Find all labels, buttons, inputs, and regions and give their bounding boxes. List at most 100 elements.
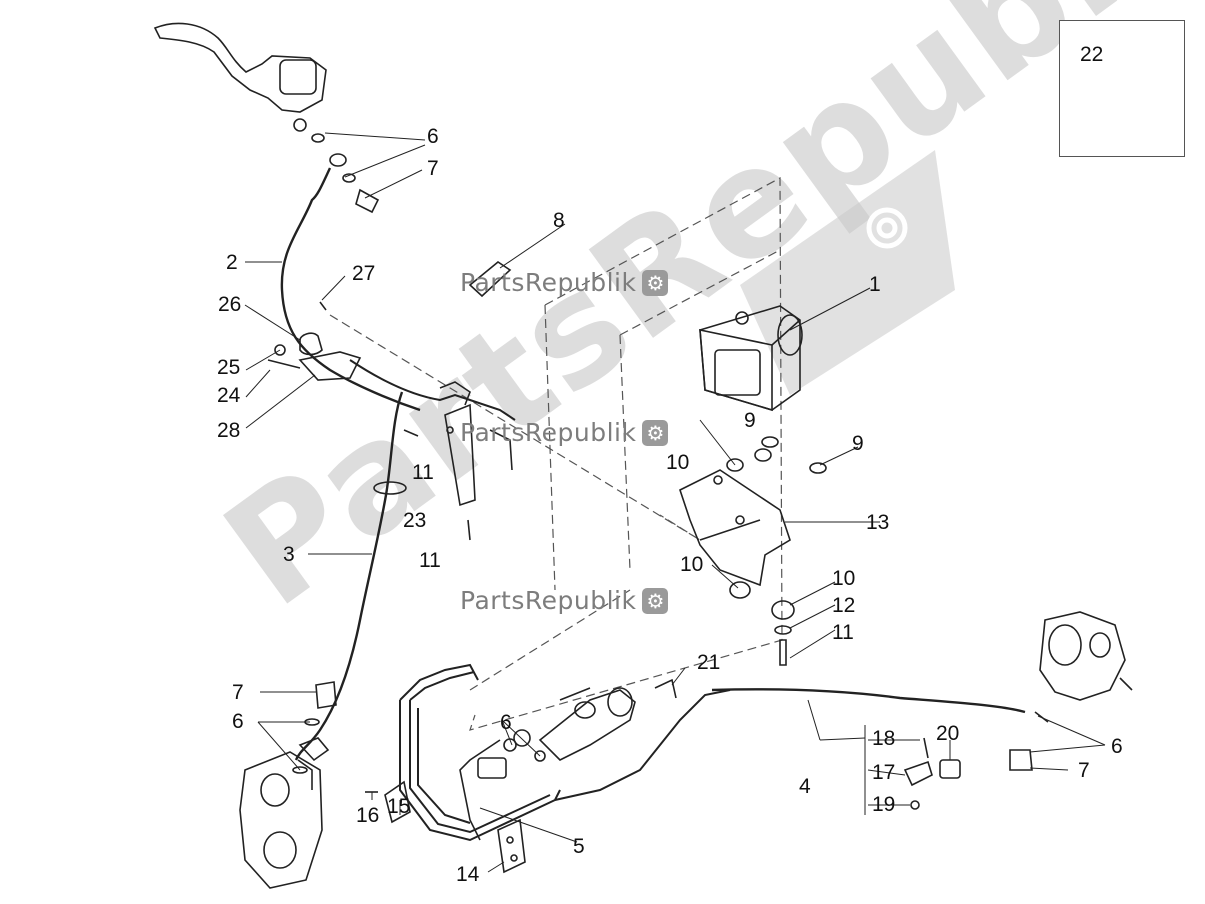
watermark-text: PartsRepublik <box>460 418 637 447</box>
banjo-bolt <box>293 118 307 132</box>
callout-15[interactable]: 15 <box>387 795 411 818</box>
watermark-flag-logo <box>740 150 955 395</box>
washer <box>342 173 356 183</box>
callout-9-b[interactable]: 9 <box>852 432 864 455</box>
callout-23[interactable]: 23 <box>403 509 427 532</box>
components <box>153 22 1162 889</box>
abs-mounting-bracket <box>679 469 791 587</box>
assembly-guide-lines <box>329 176 783 731</box>
callout-22[interactable]: 22 <box>1080 43 1104 66</box>
rear-brake-caliper <box>1039 611 1133 701</box>
watermark-text: PartsRepublik <box>460 586 637 615</box>
callout-11-c[interactable]: 11 <box>832 621 854 644</box>
brake-hose-front-lower <box>294 391 404 761</box>
rubber-grommet <box>761 436 779 448</box>
callout-4[interactable]: 4 <box>799 775 811 798</box>
clip-15 <box>384 780 411 824</box>
rubber-mount-10 <box>771 600 795 620</box>
gear-icon: ⚙ <box>642 419 669 446</box>
screw-18 <box>923 737 929 759</box>
brake-pipes <box>349 359 516 421</box>
callout-19[interactable]: 19 <box>872 793 896 816</box>
banjo-bolt <box>355 188 380 214</box>
brake-pipe-5 <box>399 663 561 842</box>
watermark-text: PartsRepublik <box>460 268 637 297</box>
screw-11 <box>403 429 419 437</box>
callout-7-left[interactable]: 7 <box>232 681 244 704</box>
callout-3[interactable]: 3 <box>283 543 295 566</box>
clip-17 <box>903 760 933 787</box>
callout-28[interactable]: 28 <box>217 419 241 442</box>
callout-2[interactable]: 2 <box>226 251 238 274</box>
callout-25[interactable]: 25 <box>217 356 241 379</box>
callout-18[interactable]: 18 <box>872 727 896 750</box>
callout-13[interactable]: 13 <box>866 511 890 534</box>
front-brake-caliper <box>239 751 323 889</box>
union-21 <box>654 678 677 699</box>
callout-7-top[interactable]: 7 <box>427 157 439 180</box>
rubber-grommet <box>726 458 744 472</box>
o-ring-26 <box>299 332 323 356</box>
spacer-20 <box>939 759 961 779</box>
brake-pipe-5b <box>409 671 551 834</box>
pipe-fitting <box>439 381 471 406</box>
callout-1[interactable]: 1 <box>869 273 881 296</box>
callout-11-a[interactable]: 11 <box>412 461 434 484</box>
fluid-reservoir <box>279 59 317 95</box>
callout-10-b[interactable]: 10 <box>680 553 704 576</box>
gear-icon: ⚙ <box>642 269 669 296</box>
callout-9-a[interactable]: 9 <box>744 409 756 432</box>
callout-27[interactable]: 27 <box>352 262 376 285</box>
pipe-clamp <box>298 351 362 381</box>
washer <box>311 133 325 143</box>
gear-icon: ⚙ <box>642 587 669 614</box>
callout-17[interactable]: 17 <box>872 761 896 784</box>
banjo-fitting <box>329 153 347 167</box>
callout-10-a[interactable]: 10 <box>666 451 690 474</box>
watermark-gear-icon <box>866 207 908 249</box>
watermark-small-1: PartsRepublik ⚙ <box>460 268 669 297</box>
callout-8[interactable]: 8 <box>553 209 565 232</box>
callout-14[interactable]: 14 <box>456 863 480 886</box>
brake-pipe-5c <box>417 708 471 824</box>
washer <box>534 750 546 762</box>
callout-20[interactable]: 20 <box>936 722 960 745</box>
callout-10-c[interactable]: 10 <box>832 567 856 590</box>
washer <box>292 766 308 774</box>
callout-24[interactable]: 24 <box>217 384 241 407</box>
clip-8 <box>468 261 512 298</box>
abs-control-unit <box>699 305 803 412</box>
callout-5[interactable]: 5 <box>573 835 585 858</box>
callout-7-right[interactable]: 7 <box>1078 759 1090 782</box>
support-bracket <box>444 403 476 507</box>
callout-11-b[interactable]: 11 <box>419 549 441 572</box>
callout-6-left[interactable]: 6 <box>232 710 244 733</box>
screw-24 <box>267 359 301 369</box>
banjo-bolt-7-front <box>315 681 337 709</box>
screw-27 <box>319 301 327 311</box>
brake-hose-front-upper <box>280 167 421 412</box>
callout-6-mid[interactable]: 6 <box>500 711 512 734</box>
washer-12 <box>774 625 792 635</box>
callout-26[interactable]: 26 <box>218 293 242 316</box>
banjo-fitting <box>513 729 531 747</box>
nut-25 <box>274 344 286 356</box>
callout-6-top[interactable]: 6 <box>427 125 439 148</box>
callout-6-right[interactable]: 6 <box>1111 735 1123 758</box>
callout-16[interactable]: 16 <box>356 804 380 827</box>
callout-12[interactable]: 12 <box>832 594 856 617</box>
banjo-fitting <box>298 737 330 762</box>
inset-part-22-box <box>1059 20 1185 157</box>
rear-master-cylinder <box>459 687 636 841</box>
rear-brake-hose-4 <box>711 688 1026 714</box>
rubber-grommet <box>729 581 751 599</box>
brake-lever-master-cylinder <box>153 22 327 113</box>
watermark-small-2: PartsRepublik ⚙ <box>460 418 669 447</box>
rubber-grommet <box>754 448 772 462</box>
pipe-union <box>489 429 513 471</box>
brake-pipe-abs-rear <box>554 689 731 801</box>
bolt-11 <box>779 639 787 666</box>
callout-21[interactable]: 21 <box>697 651 721 674</box>
